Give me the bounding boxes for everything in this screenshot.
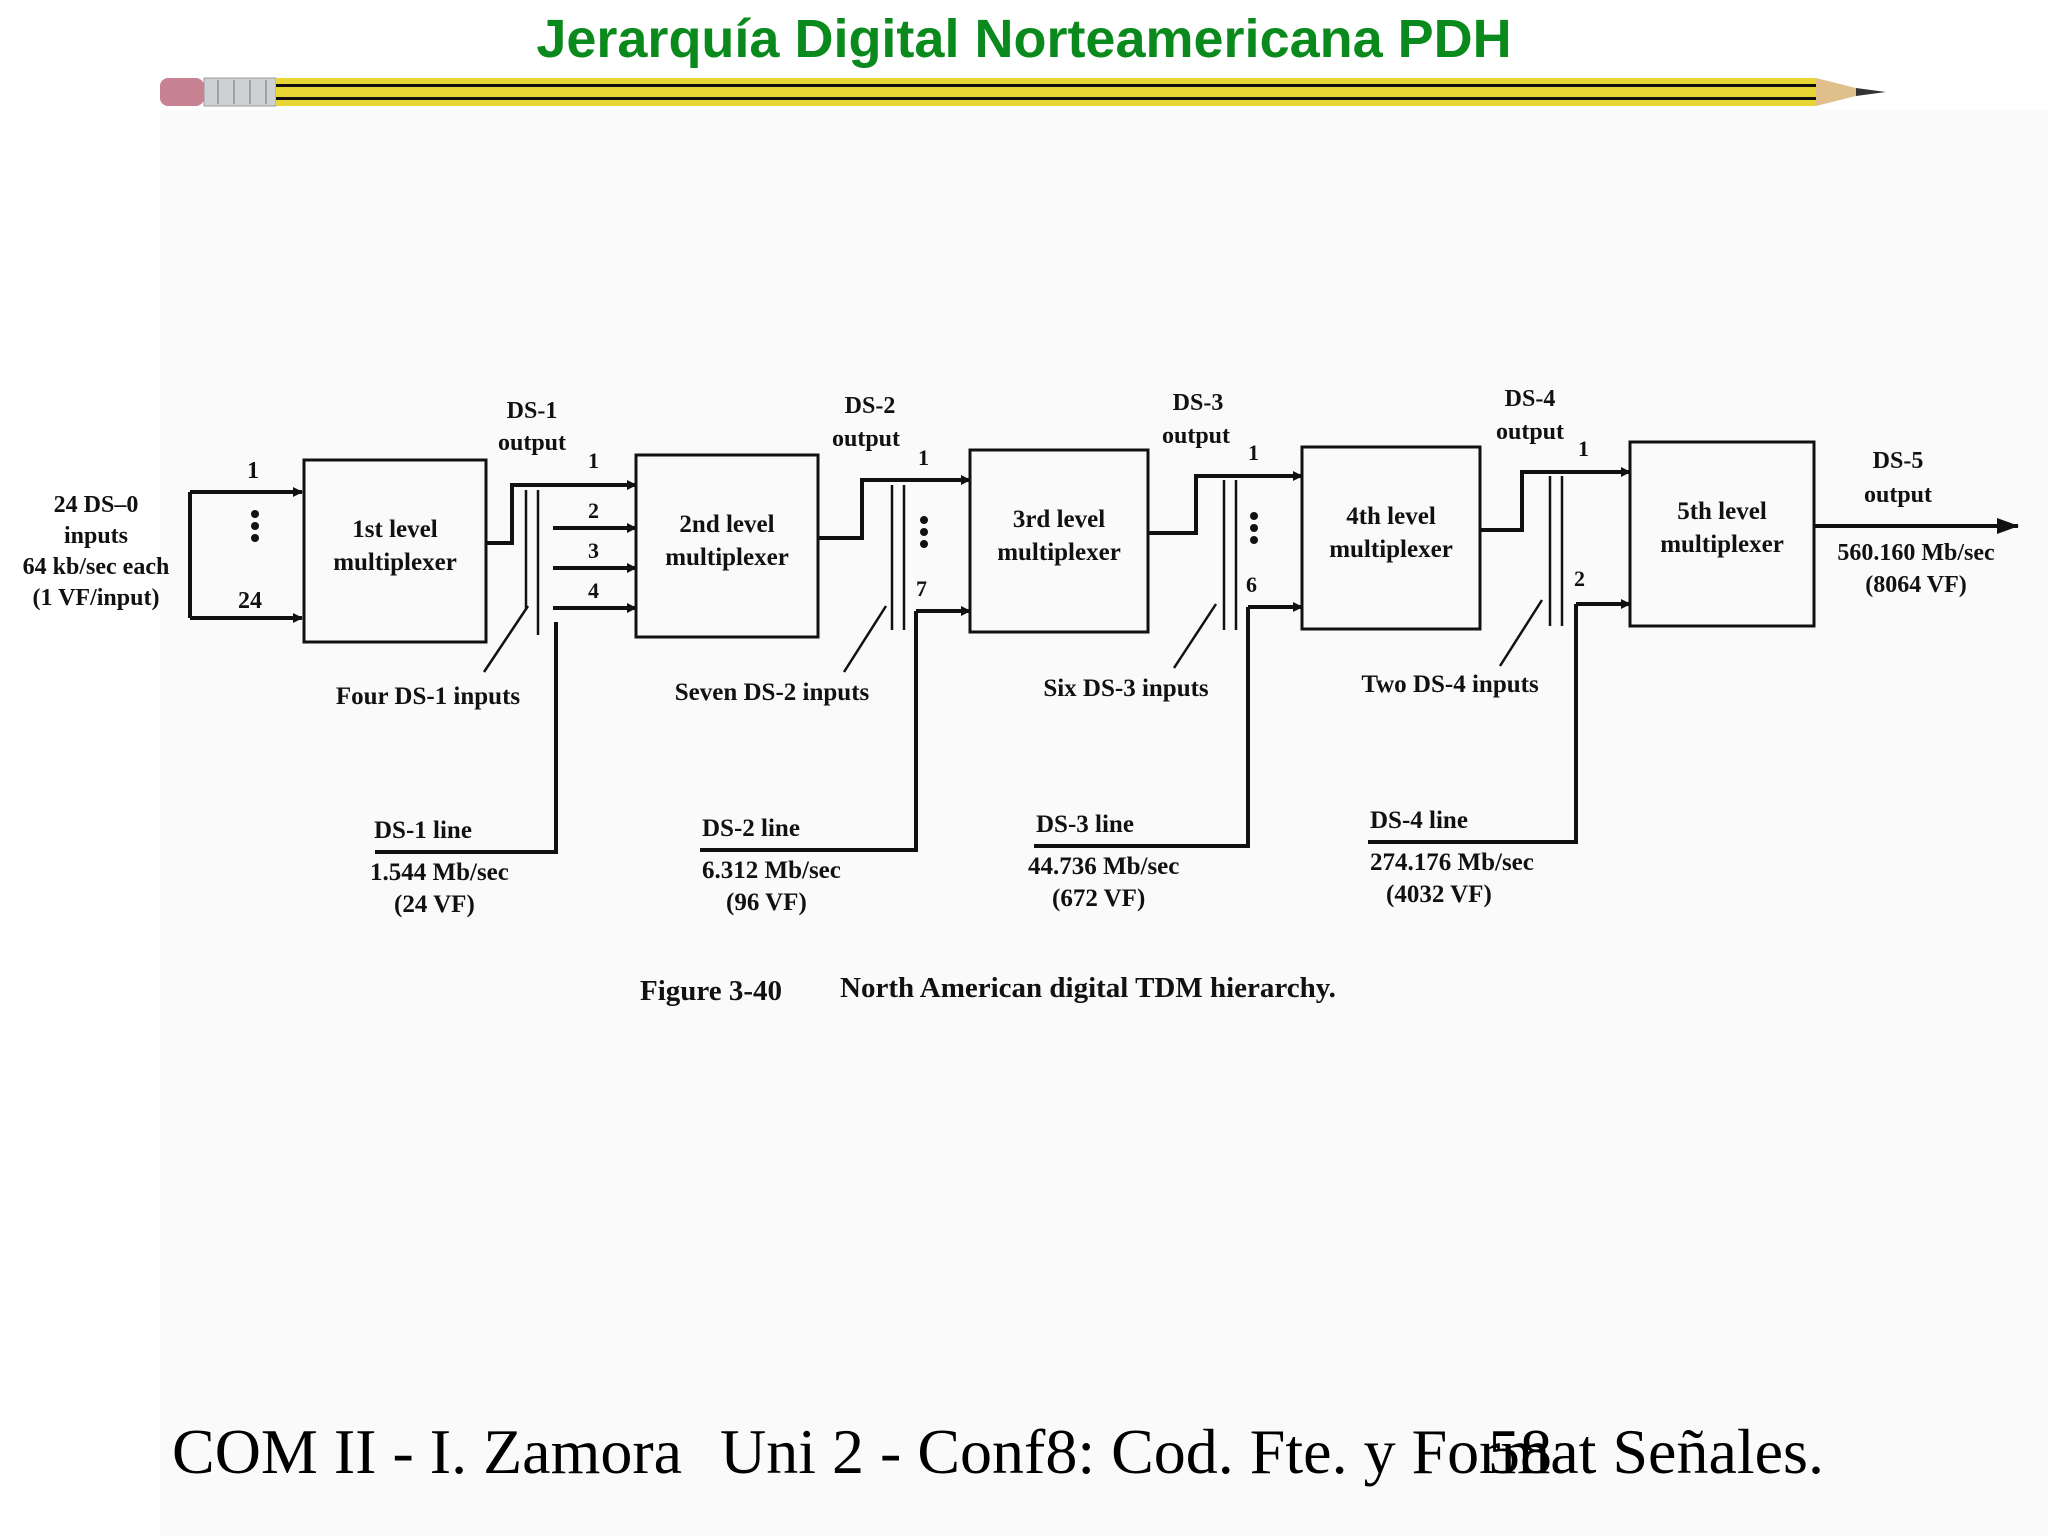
- mux-box-1: [302, 458, 488, 644]
- final-output-label-1: DS-5: [1873, 448, 1924, 474]
- pencil-body: [276, 78, 1816, 106]
- stage5-input-number-2: 2: [1574, 566, 1585, 591]
- input-group-ds1: Four DS-1 inputs: [336, 683, 521, 710]
- stage2-input-number-4: 4: [588, 578, 599, 603]
- slide-background: [160, 110, 2048, 1536]
- line-ds4-rate: 274.176 Mb/sec: [1370, 849, 1534, 876]
- connection-lines: [188, 467, 2019, 854]
- final-output-rate: 560.160 Mb/sec: [1837, 540, 1995, 566]
- line-ds1-name: DS-1 line: [374, 817, 472, 844]
- mux-3-label-1: 3rd level: [1013, 506, 1105, 533]
- mux-4-label-2: multiplexer: [1329, 536, 1453, 563]
- mux-box-5: [1628, 440, 1816, 628]
- output-label-ds1-1: DS-1: [507, 398, 558, 424]
- line-ds4-vf: (4032 VF): [1386, 881, 1492, 908]
- stage3-input-number-1: 1: [918, 445, 929, 470]
- stage4-input-number-1: 1: [1248, 440, 1259, 465]
- mux-box-4: [1300, 445, 1482, 631]
- output-label-ds1-2: output: [498, 430, 566, 456]
- input-group-ds4: Two DS-4 inputs: [1361, 671, 1539, 698]
- line-ds4-name: DS-4 line: [1370, 807, 1468, 834]
- input-label-2: inputs: [64, 523, 128, 549]
- output-label-ds2-2: output: [832, 426, 900, 452]
- input-group-ds2: Seven DS-2 inputs: [675, 679, 870, 706]
- stage2-input-number-1: 1: [588, 448, 599, 473]
- tdm-hierarchy-diagram: 24 DS–0 inputs 64 kb/sec each (1 VF/inpu…: [23, 386, 2019, 1007]
- stage2-input-number-3: 3: [588, 538, 599, 563]
- input-label-3: 64 kb/sec each: [23, 554, 170, 580]
- final-output-label-2: output: [1864, 482, 1932, 508]
- mux-4-label-1: 4th level: [1346, 503, 1436, 530]
- footer-page-number: 58: [1488, 1416, 1552, 1487]
- line-ds3-name: DS-3 line: [1036, 811, 1134, 838]
- stage5-input-number-1: 1: [1578, 436, 1589, 461]
- output-label-ds3-2: output: [1162, 423, 1230, 449]
- stage4-input-number-6: 6: [1246, 572, 1257, 597]
- footer-course-title: Uni 2 - Conf8: Cod. Fte. y Format Señale…: [720, 1416, 1824, 1487]
- input-label-4: (1 VF/input): [33, 585, 160, 611]
- line-ds1-rate: 1.544 Mb/sec: [370, 859, 509, 886]
- line-ds3-rate: 44.736 Mb/sec: [1028, 853, 1179, 880]
- pencil-eraser: [160, 78, 204, 106]
- final-output-vf: (8064 VF): [1865, 572, 1967, 598]
- mux-box-3: [968, 448, 1150, 634]
- mux-2-label-1: 2nd level: [679, 511, 774, 538]
- mux-1-label-1: 1st level: [352, 516, 437, 543]
- pencil-ferrule: [203, 77, 277, 107]
- line-ds2-rate: 6.312 Mb/sec: [702, 857, 841, 884]
- stage3-input-number-7: 7: [916, 576, 927, 601]
- line-ds2-name: DS-2 line: [702, 815, 800, 842]
- output-label-ds4-2: output: [1496, 419, 1564, 445]
- input-index-last: 24: [238, 588, 262, 614]
- mux-1-label-2: multiplexer: [333, 549, 457, 576]
- line-ds2-vf: (96 VF): [726, 889, 807, 916]
- figure-caption-text: North American digital TDM hierarchy.: [840, 972, 1336, 1004]
- pencil-divider-icon: [160, 77, 1886, 107]
- input-index-first: 1: [247, 458, 259, 484]
- mux-3-label-2: multiplexer: [997, 539, 1121, 566]
- mux-box-2: [634, 453, 820, 639]
- output-label-ds3-1: DS-3: [1173, 390, 1224, 416]
- line-ds3-vf: (672 VF): [1052, 885, 1145, 912]
- footer-author: COM II - I. Zamora: [172, 1416, 683, 1487]
- input-group-ds3: Six DS-3 inputs: [1043, 675, 1209, 702]
- mux-5-label-1: 5th level: [1677, 498, 1767, 525]
- output-label-ds4-1: DS-4: [1505, 386, 1556, 412]
- slide-title: Jerarquía Digital Norteamericana PDH: [536, 9, 1512, 69]
- figure-caption-number: Figure 3-40: [640, 975, 782, 1007]
- input-label-1: 24 DS–0: [54, 492, 139, 518]
- ellipsis-dots: [251, 510, 1258, 548]
- mux-5-label-2: multiplexer: [1660, 531, 1784, 558]
- pencil-tip: [1816, 78, 1872, 106]
- line-ds1-vf: (24 VF): [394, 891, 475, 918]
- output-label-ds2-1: DS-2: [845, 393, 896, 419]
- stage2-input-number-2: 2: [588, 498, 599, 523]
- mux-2-label-2: multiplexer: [665, 544, 789, 571]
